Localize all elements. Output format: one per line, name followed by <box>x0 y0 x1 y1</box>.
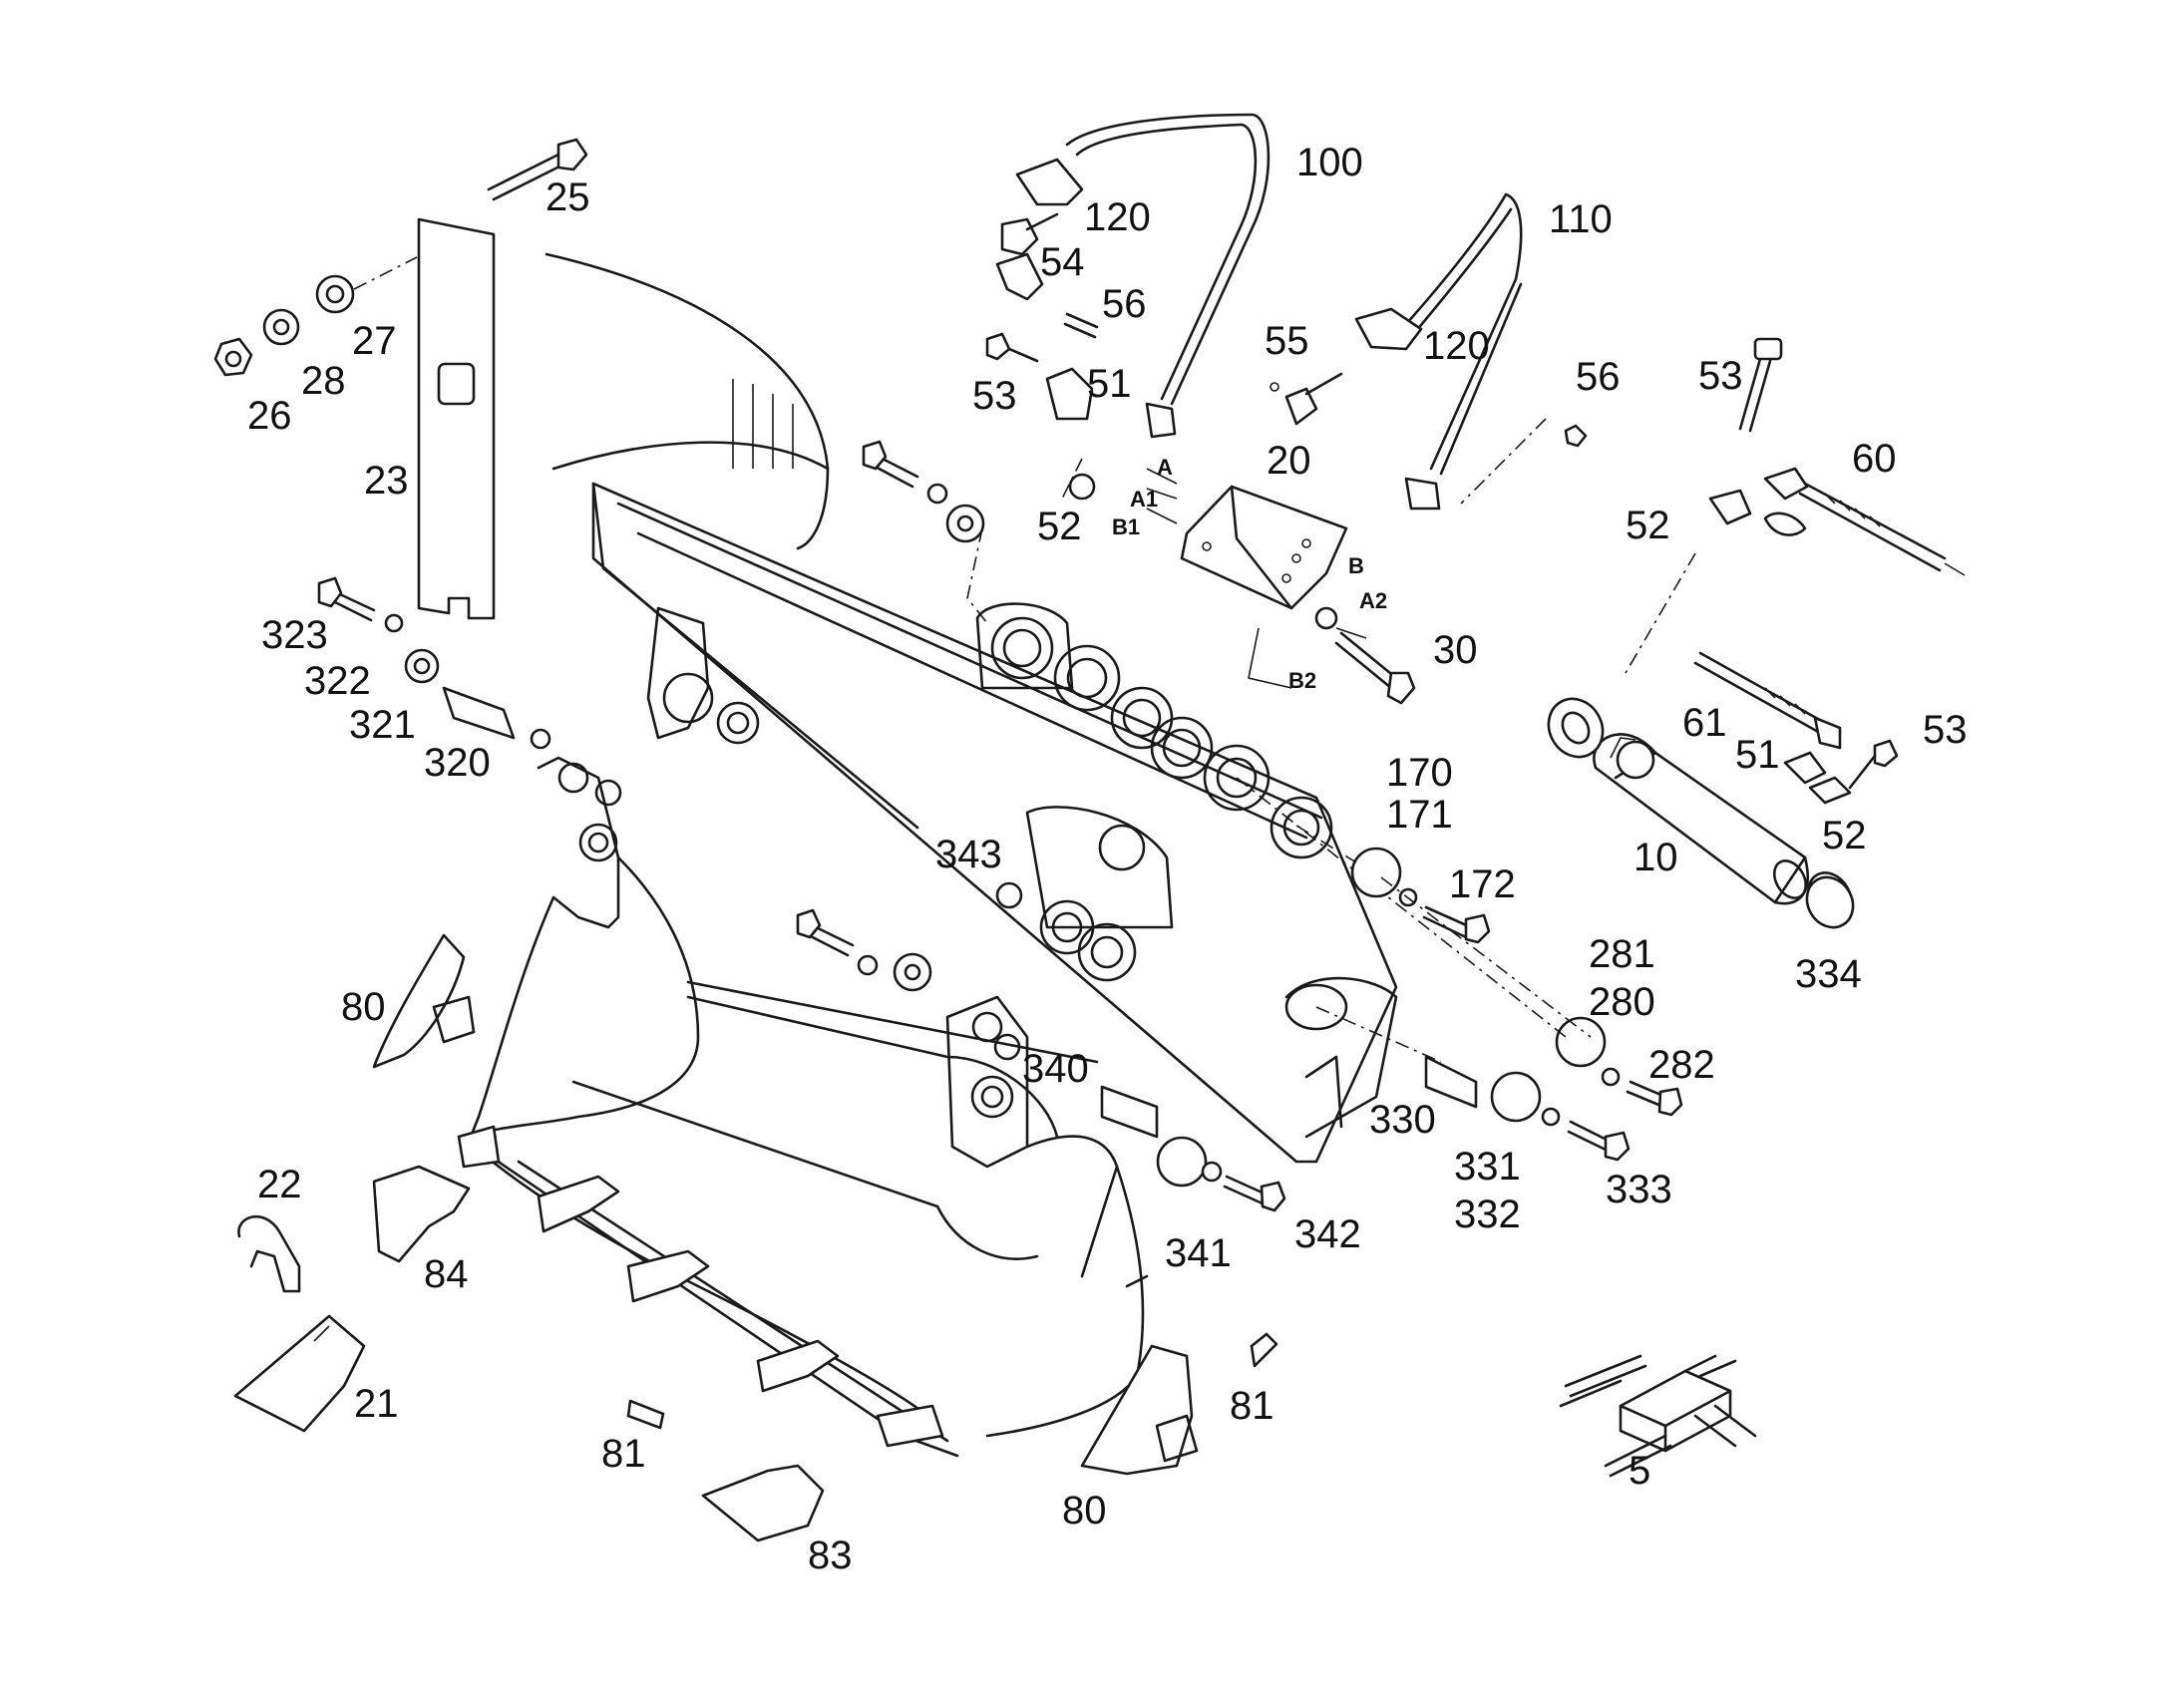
assembly-lines <box>1061 458 1592 1063</box>
callout-323: 323 <box>261 613 328 657</box>
seal-334 <box>1805 875 1855 929</box>
callout-5: 5 <box>1629 1449 1651 1493</box>
callout-22: 22 <box>257 1163 302 1206</box>
hose-60 <box>1625 467 1966 674</box>
callout-282: 282 <box>1648 1043 1715 1087</box>
port-A2: A2 <box>1359 588 1388 613</box>
callout-55: 55 <box>1265 319 1309 363</box>
tooth-83 <box>701 1464 825 1542</box>
pin-assembly-280 <box>1236 777 1683 1117</box>
callout-120: 120 <box>1084 195 1151 239</box>
clamps-120 <box>1015 158 1423 351</box>
callout-343: 343 <box>935 833 1002 876</box>
wear-part-80-left <box>372 933 476 1069</box>
bolt-53-right <box>1738 337 1783 433</box>
port-B1: B1 <box>1112 514 1141 539</box>
wear-plate-23 <box>417 217 496 620</box>
port-A: A <box>1157 455 1173 480</box>
callout-110: 110 <box>1549 197 1613 241</box>
clip-22 <box>237 1214 301 1293</box>
callout-56b: 56 <box>1576 355 1621 399</box>
callout-61: 61 <box>1682 701 1727 745</box>
callout-81-left: 81 <box>601 1432 646 1476</box>
callout-28: 28 <box>301 359 346 403</box>
callout-54: 54 <box>1040 240 1085 284</box>
pipe-100 <box>1065 113 1271 439</box>
callout-10: 10 <box>1634 836 1678 879</box>
callout-52: 52 <box>1037 505 1082 548</box>
pipe-110 <box>1404 192 1523 511</box>
wear-part-80-right <box>1080 1344 1199 1476</box>
port-A1: A1 <box>1130 487 1159 512</box>
bolt-25 <box>487 138 588 201</box>
callout-333: 333 <box>1606 1168 1672 1211</box>
port-B: B <box>1348 553 1364 578</box>
port-B2: B2 <box>1288 668 1317 693</box>
tooth-21 <box>233 1314 366 1433</box>
adapter-84 <box>372 1165 471 1263</box>
callout-52b: 52 <box>1626 504 1670 547</box>
callout-172: 172 <box>1449 862 1516 906</box>
callout-83: 83 <box>808 1534 853 1577</box>
callout-53c: 53 <box>1923 708 1968 752</box>
callout-30: 30 <box>1433 628 1478 672</box>
pin-assembly-upper <box>862 440 988 624</box>
callout-27: 27 <box>352 319 397 363</box>
pin-assembly-320 <box>317 576 551 750</box>
callout-321: 321 <box>349 703 416 747</box>
control-valve <box>1146 468 1416 705</box>
callout-20: 20 <box>1267 439 1311 483</box>
callout-340: 340 <box>1022 1047 1089 1091</box>
bucket-teeth <box>457 1125 944 1448</box>
callout-21: 21 <box>354 1382 399 1426</box>
pin-assembly-330 <box>1424 1055 1631 1162</box>
callout-51b: 51 <box>1735 733 1780 777</box>
callout-23: 23 <box>364 459 409 503</box>
callout-56: 56 <box>1102 282 1147 326</box>
distributor-block <box>1559 1354 1757 1478</box>
pin-81-right <box>1250 1332 1278 1368</box>
callout-53b: 53 <box>1698 354 1743 398</box>
callout-280: 280 <box>1589 980 1655 1024</box>
callout-80b: 80 <box>1062 1489 1107 1533</box>
blade-body <box>545 252 1398 1164</box>
callout-120b: 120 <box>1423 324 1490 368</box>
callout-332: 332 <box>1454 1193 1521 1236</box>
callout-171: 171 <box>1386 793 1453 837</box>
callout-330: 330 <box>1369 1098 1436 1142</box>
pin-81-left <box>626 1399 665 1430</box>
hose-61 <box>1693 651 1899 805</box>
callout-334: 334 <box>1795 952 1862 996</box>
callout-53: 53 <box>972 374 1017 418</box>
callout-80: 80 <box>341 985 386 1029</box>
callout-100: 100 <box>1296 141 1363 184</box>
callout-60: 60 <box>1852 437 1897 481</box>
callout-281: 281 <box>1589 932 1655 976</box>
callout-25: 25 <box>545 175 590 219</box>
callout-52c: 52 <box>1822 814 1867 857</box>
callout-320: 320 <box>424 741 491 785</box>
hose-fittings-upper <box>985 212 1588 505</box>
callout-341: 341 <box>1165 1231 1232 1275</box>
callout-342: 342 <box>1294 1212 1361 1256</box>
callout-84: 84 <box>424 1252 469 1296</box>
callout-26: 26 <box>247 394 292 438</box>
callout-81-right: 81 <box>1230 1384 1274 1428</box>
nut-washer-stack <box>213 256 418 377</box>
callout-170: 170 <box>1386 751 1453 795</box>
pin-assembly-340 <box>796 881 1286 1212</box>
callout-331: 331 <box>1454 1145 1521 1189</box>
callout-51: 51 <box>1087 362 1132 406</box>
callout-322: 322 <box>304 659 371 703</box>
